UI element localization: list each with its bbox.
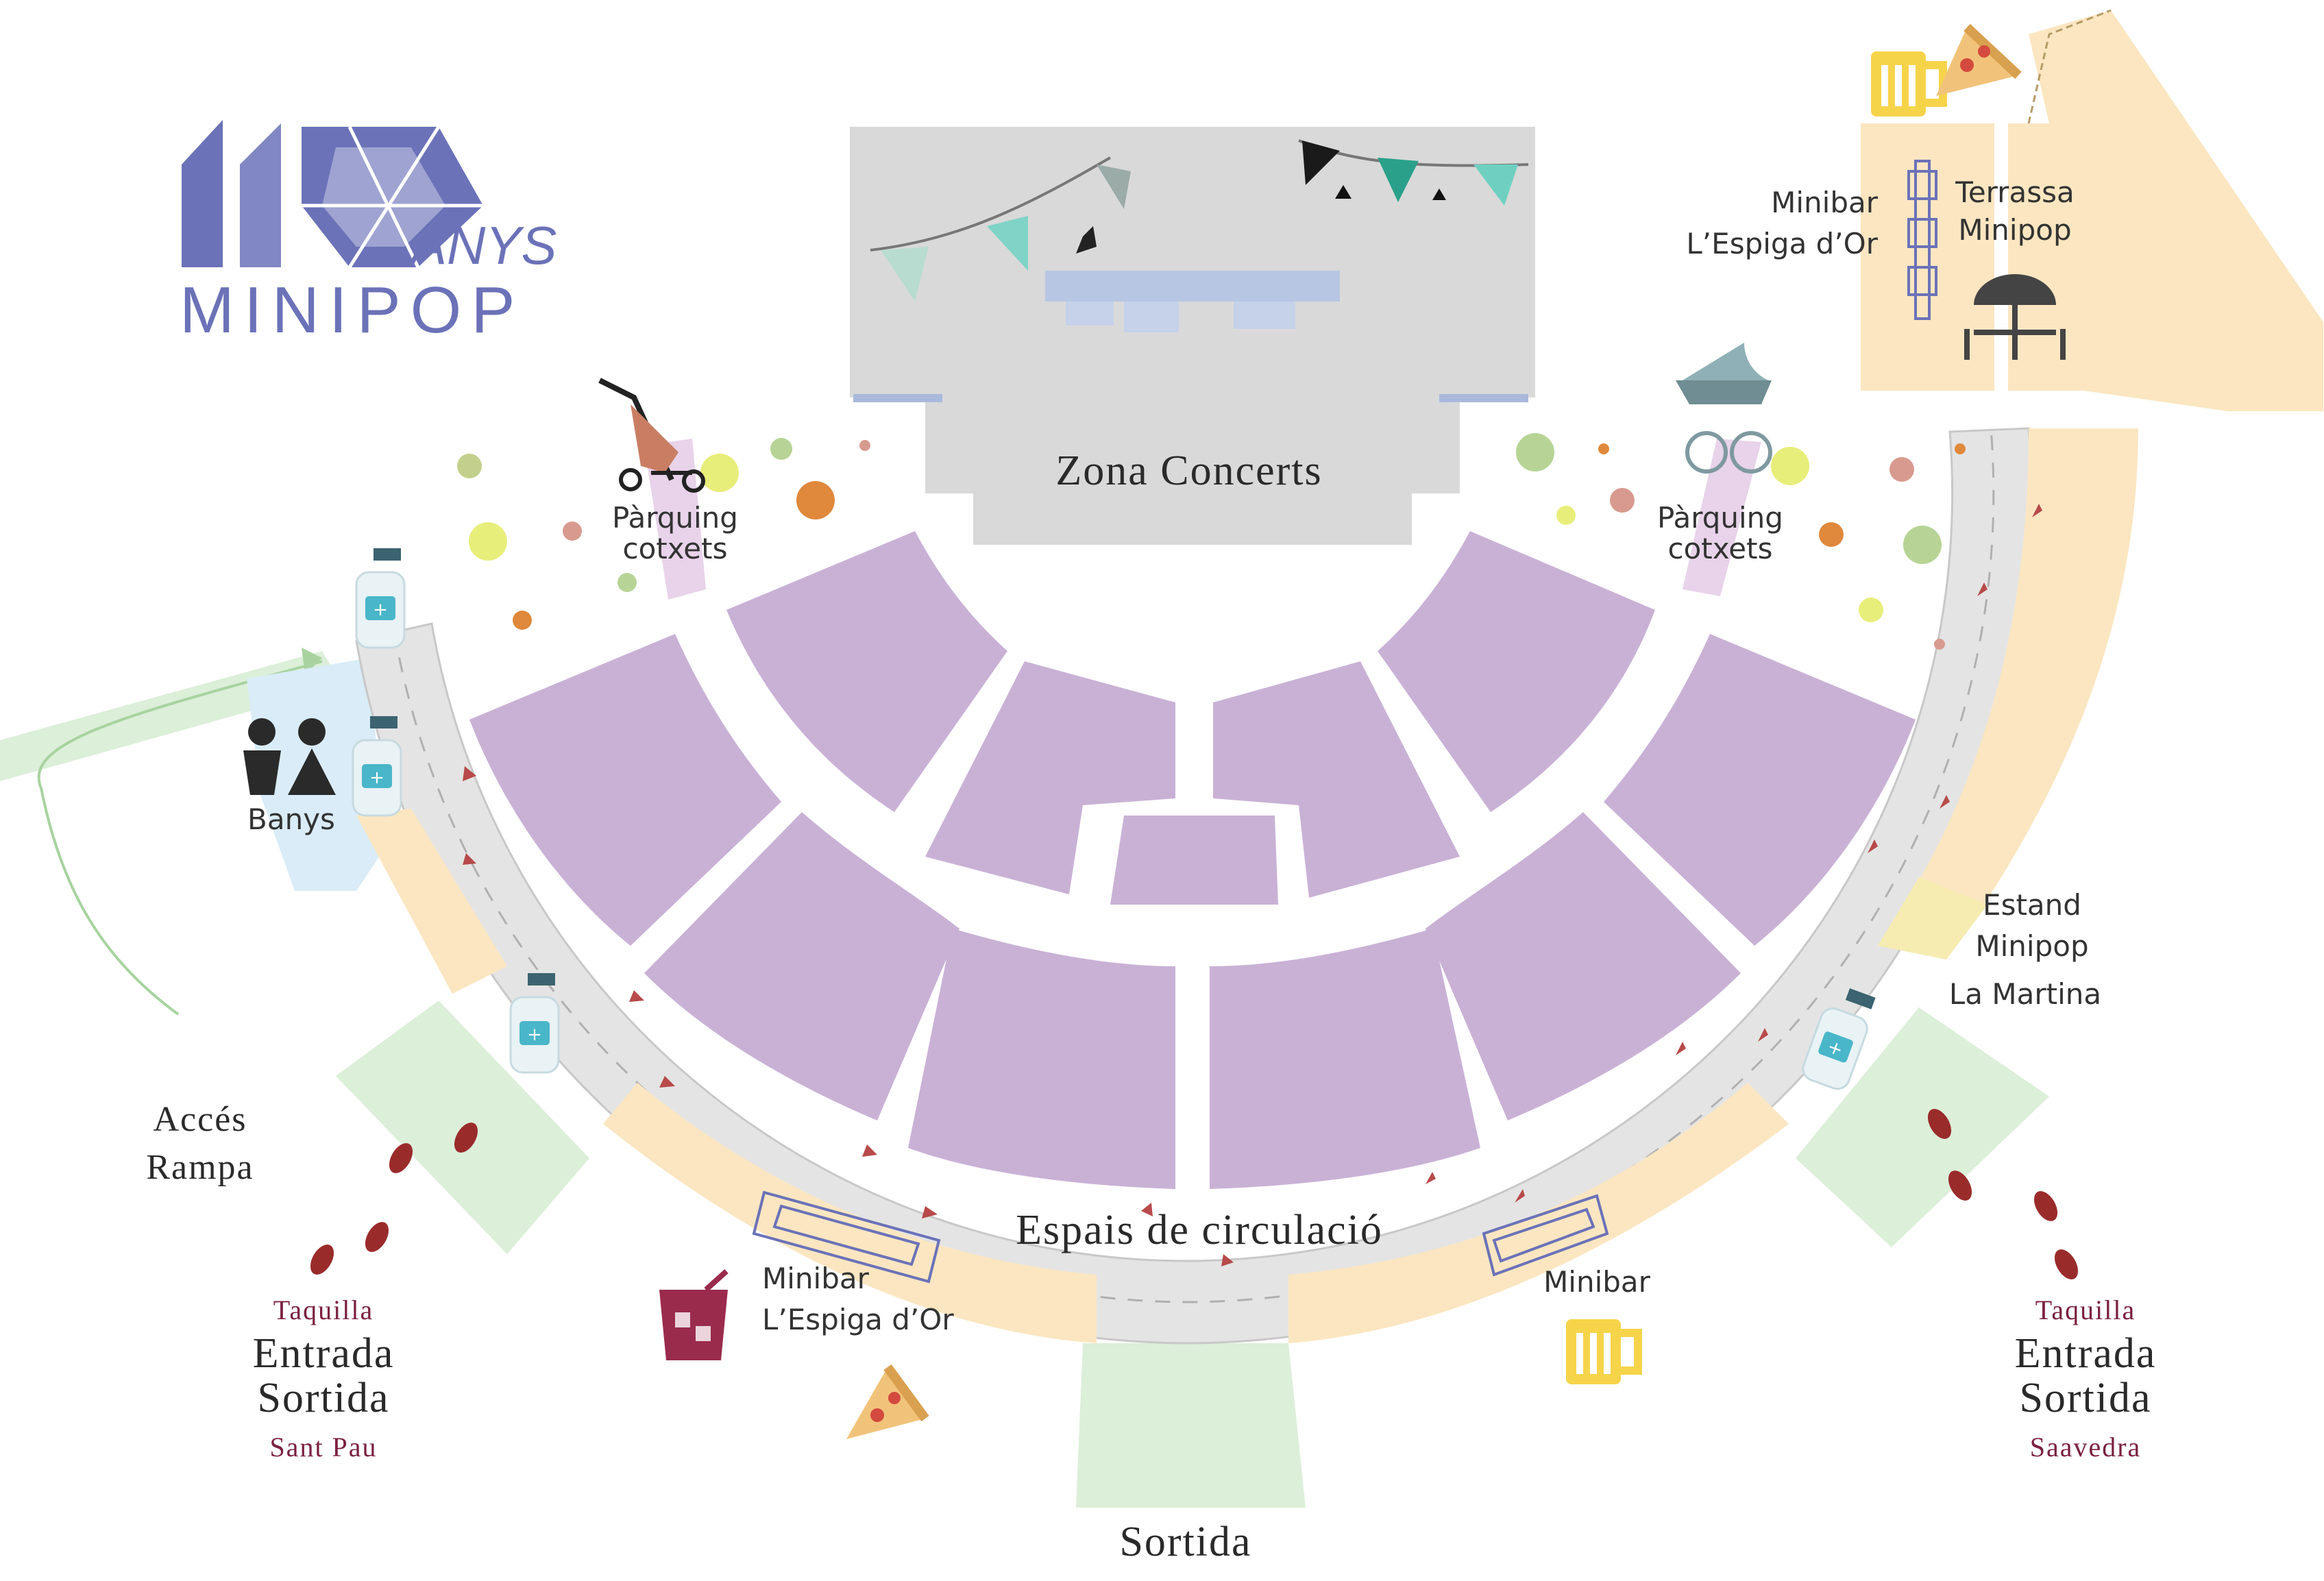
entry-zone-right [1796,1007,2049,1247]
footprint-icon [310,1109,2079,1279]
hand-sanitizer-icon: + [509,973,560,1074]
stroller-parking-left-line1: Pàrquing [612,501,738,535]
ramp-label-line2: Rampa [146,1148,254,1187]
food-band-bottom-right [1288,1083,1789,1343]
seating-block [908,929,1175,1189]
food-band-bottom-left [603,1083,1097,1343]
stand-line2: Minipop [1975,929,2088,963]
entrance-right-line2: Sortida [2019,1375,2151,1421]
minibar-counter-right [1482,1194,1609,1277]
table-umbrella-icon [1964,274,2066,360]
stroller-parking-zone-right [1683,439,1761,596]
beer-icon [1871,51,1947,117]
ramp-label-line1: Accés [153,1100,247,1139]
minibar-top-line2: L’Espiga d’Or [1686,227,1878,260]
beer-icon [1566,1319,1642,1384]
svg-text:+: + [369,768,384,788]
minipop-logo: ANYS MINIPOP [180,120,556,347]
entrance-left-street: Sant Pau [269,1432,377,1462]
terrace-line1: Terrassa [1955,175,2074,209]
entrance-right-street: Saavedra [2030,1432,2142,1462]
food-band-right [1878,428,2138,959]
seating-block [726,531,1007,812]
entrance-right-ticket: Taquilla [2035,1295,2136,1325]
stand-zone [1878,877,1987,959]
stage: Zona Concerts [850,127,1535,545]
seating-block [1210,929,1480,1189]
svg-text:+: + [373,600,388,620]
pizza-icon [846,1364,929,1439]
hand-sanitizer-icon: + [1802,988,1876,1090]
seating-block [1110,816,1278,905]
seating-block [925,661,1175,894]
exit-zone [1076,1343,1306,1508]
seating-block [1378,531,1655,812]
toilet-icon [243,718,336,795]
minibar-counter-top [1907,160,1937,320]
hand-sanitizer-icon: + [352,716,402,817]
circulation-arrows [463,504,2042,1266]
minibar-counter-left [752,1190,941,1284]
decor-dots [457,433,1966,650]
bunting-icon [870,139,1529,302]
stage-label: Zona Concerts [1055,448,1322,494]
entrance-left-line1: Entrada [253,1330,395,1377]
stroller-icon [598,378,705,493]
pizza-icon [1936,23,2022,96]
pram-icon [1676,343,1772,474]
stroller-parking-left-line2: cotxets [622,532,727,565]
seating-area [469,531,1916,1189]
toilets-label: Banys [247,802,335,836]
stroller-parking-right-line2: cotxets [1667,532,1772,565]
minibar-top-line1: Minibar [1771,186,1879,219]
seating-block [644,812,959,1120]
seating-block [1213,661,1460,898]
stage-riser [1045,271,1340,302]
hand-sanitizer-icon: + [355,548,406,649]
food-band-left [356,809,507,994]
seating-block [1426,812,1741,1120]
stroller-parking-zone-left [644,439,706,600]
drink-icon [659,1269,729,1360]
terrace-line2: Minipop [1958,213,2071,247]
entrance-left-line2: Sortida [257,1375,389,1421]
ramp-arrow-head [302,648,322,675]
entrance-left-ticket: Taquilla [273,1295,374,1325]
minibar-bottom-right-label: Minibar [1543,1265,1651,1299]
minibar-bottom-left-line1: Minibar [762,1262,870,1295]
minibar-bottom-left-line2: L’Espiga d’Or [762,1303,954,1336]
svg-text:+: + [527,1025,542,1045]
circulation-dashline [393,428,1995,1303]
logo-anys: ANYS [408,215,556,275]
stroller-parking-right-line1: Pàrquing [1657,501,1783,535]
seating-block [469,634,781,946]
stand-line3: La Martina [1949,977,2101,1011]
logo-brand: MINIPOP [180,273,524,347]
seating-block [1604,634,1916,946]
ramp-arrow-line [37,660,323,1016]
entrance-right-line1: Entrada [2015,1330,2157,1377]
circulation-label: Espais de circulació [1016,1207,1383,1253]
exit-label: Sortida [1119,1519,1251,1565]
terrace-area [1861,9,2323,411]
stand-line1: Estand [1983,888,2081,922]
